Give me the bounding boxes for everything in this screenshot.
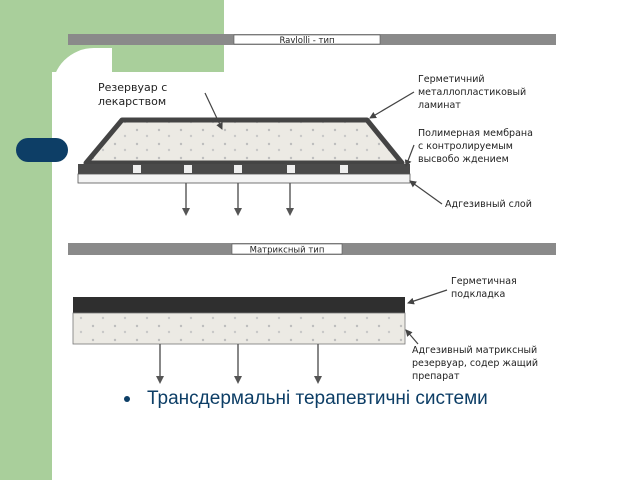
membrane-gap [287, 165, 295, 173]
matrix-label: Адгезивный матриксный резервуар, содер ж… [412, 345, 541, 382]
reservoir-pointer [204, 92, 223, 130]
bullet-dot [124, 396, 130, 402]
adhesive-pointer [409, 180, 443, 205]
adhesive-layer [77, 173, 411, 184]
bottom-header-text: Матриксный тип [250, 246, 325, 256]
membrane-pointer [404, 144, 415, 167]
reservoir-shell [83, 117, 405, 166]
matrix-pointer [405, 329, 419, 345]
membrane-gap [340, 165, 348, 173]
navy-pill-decoration [16, 138, 68, 162]
top-header-text: Ravlolli - тип [279, 36, 334, 46]
membrane-label: Полимерная мембрана с контролируемым выс… [418, 128, 536, 165]
matrix-panel: Матриксный тип Герметичная подкладка Адг… [68, 243, 556, 384]
membrane-gap [234, 165, 242, 173]
adhesive-label: Адгезивный слой [445, 199, 532, 210]
bottom-header-box [231, 243, 343, 255]
top-header-box [233, 34, 381, 45]
laminate-pointer [369, 91, 415, 119]
reservoir-label: Резервуар с лекарством [98, 81, 171, 108]
membrane-gap [133, 165, 141, 173]
green-sidebar [0, 0, 52, 480]
backing-label: Герметичная подкладка [451, 276, 520, 300]
backing-pointer [407, 289, 448, 305]
caption-row: Трансдермальні терапевтичні системи [124, 388, 488, 410]
slide-caption: Трансдермальні терапевтичні системи [147, 388, 488, 409]
membrane-strip [78, 164, 410, 174]
ravioli-panel: Ravlolli - тип Резервуар с лекарством Ге… [68, 34, 556, 216]
laminate-label: Герметичний металлопластиковый ламинат [418, 74, 529, 111]
matrix-reservoir [72, 312, 406, 345]
membrane-gap [184, 165, 192, 173]
backing-layer [73, 297, 405, 313]
